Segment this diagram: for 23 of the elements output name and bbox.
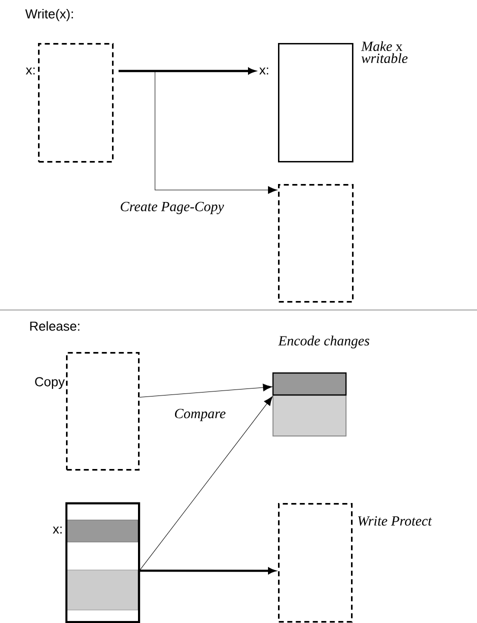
arrow <box>139 384 272 398</box>
page-box <box>278 43 354 162</box>
edge-label: Create Page-Copy <box>120 202 224 214</box>
page-box <box>38 43 114 163</box>
edge-label: Compare <box>175 408 226 422</box>
section-heading: Release: <box>30 321 80 331</box>
variable-label: x: <box>26 68 35 74</box>
section-heading: Write(x): <box>25 8 73 22</box>
arrow <box>139 396 273 571</box>
step-text: Write Protect <box>358 516 432 526</box>
changes-box <box>272 372 347 436</box>
arrow <box>118 68 256 74</box>
page-box <box>66 352 140 471</box>
page-box <box>278 184 354 303</box>
page-label: Copy <box>35 377 65 389</box>
page-box <box>278 503 353 623</box>
arrow <box>118 70 278 194</box>
page-box <box>66 503 140 622</box>
arrow <box>139 568 276 574</box>
step-text: Encode changes <box>278 336 370 348</box>
variable-label: x: <box>52 526 62 534</box>
variable-label: x: <box>259 68 268 74</box>
note-text: Make x writable <box>361 41 408 64</box>
